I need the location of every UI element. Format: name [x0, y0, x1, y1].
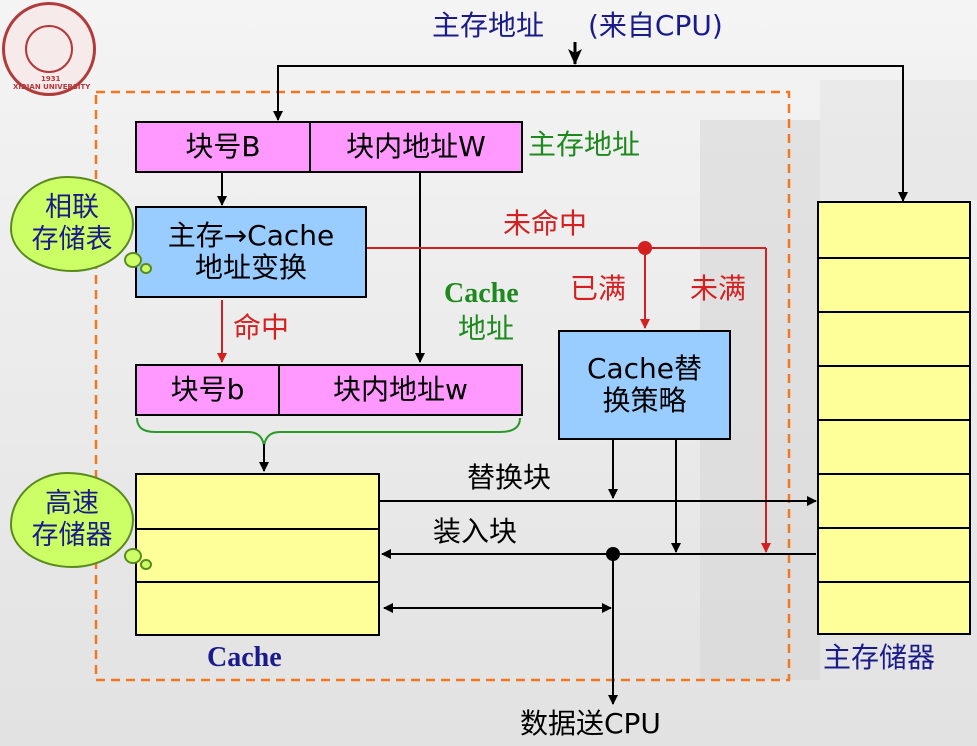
block-number-field: 块号B: [135, 121, 311, 173]
cache-address-label-2: 地址: [458, 312, 515, 345]
logo-year: 1931: [41, 75, 61, 83]
replace-block-label: 替换块: [467, 461, 552, 494]
highspeed-memory-cloud: 高速 存储器: [10, 472, 152, 570]
hit-label: 命中: [233, 311, 290, 344]
logo-emblem: [25, 25, 73, 73]
main-memory: [817, 201, 971, 635]
memory-block: [819, 311, 969, 365]
block-offset-field: 块内地址W: [309, 121, 523, 173]
cache-block-number-field: 块号b: [135, 364, 280, 416]
memory-block: [819, 527, 969, 581]
memory-block: [819, 365, 969, 419]
cache-line: [137, 528, 378, 581]
full-label: 已满: [570, 272, 627, 305]
cache-line: [137, 475, 378, 528]
cache-address-label-1: Cache: [444, 278, 519, 309]
main-address-label: 主存地址: [528, 128, 641, 161]
cache-subsystem-boundary: [94, 90, 791, 682]
cache-memory: [135, 473, 380, 636]
top-address-label: 主存地址: [432, 9, 545, 42]
assoc-table-cloud: 相联 存储表: [10, 176, 152, 274]
top-address-source: (来自CPU): [588, 9, 723, 42]
cache-address-brace: [136, 417, 521, 447]
replacement-policy-box: Cache替 换策略: [558, 330, 731, 440]
logo-university-name: XIDIAN UNIVERSITY: [13, 83, 91, 91]
memory-block: [819, 473, 969, 527]
memory-block: [819, 203, 969, 257]
data-to-cpu-label: 数据送CPU: [520, 707, 661, 740]
miss-label: 未命中: [503, 207, 588, 240]
memory-block: [819, 581, 969, 633]
load-block-label: 装入块: [433, 515, 518, 548]
not-full-label: 未满: [690, 272, 747, 305]
cache-label: Cache: [207, 642, 282, 673]
main-memory-label: 主存储器: [823, 641, 936, 674]
address-translate-box: 主存→Cache 地址变换: [135, 206, 367, 298]
cache-line: [137, 581, 378, 634]
memory-block: [819, 257, 969, 311]
university-logo: 1931 XIDIAN UNIVERSITY: [2, 2, 96, 96]
memory-block: [819, 419, 969, 473]
background-building-2: [820, 80, 977, 200]
cache-block-offset-field: 块内地址w: [278, 364, 523, 416]
